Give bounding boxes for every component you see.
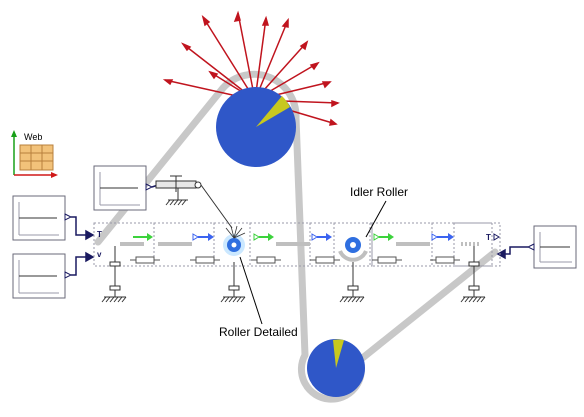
web-label: Web [24, 132, 42, 142]
port-label-t-right: T [486, 233, 491, 242]
idler-roller-leader [365, 200, 387, 238]
scope-block-upper[interactable] [93, 165, 154, 211]
grid-table-icon [19, 144, 54, 171]
port-label-v-left: v [97, 250, 102, 259]
pie-pulley-icon [333, 339, 344, 368]
pie-pulley-icon [256, 96, 290, 127]
spring-dampers [130, 256, 460, 264]
scope-block-left-1[interactable] [12, 195, 73, 241]
roller-detailed-leader [239, 256, 263, 325]
scope-block-left-2[interactable] [12, 253, 73, 299]
idler-roller-label: Idler Roller [350, 185, 408, 199]
belt [94, 70, 499, 403]
sensor-rod [155, 175, 233, 229]
ground-hatch-icon [101, 246, 486, 303]
roller-detailed-label: Roller Detailed [219, 325, 298, 339]
roller-detailed[interactable] [223, 225, 246, 256]
port-arrow-right [493, 233, 500, 241]
port-label-t-left: T [97, 230, 102, 239]
bottom-pulley[interactable] [307, 339, 365, 397]
scope-block-right[interactable] [526, 225, 577, 269]
span-modules [93, 222, 501, 267]
top-pulley[interactable] [216, 87, 296, 167]
idler-roller[interactable] [338, 237, 368, 262]
signal-lines [71, 184, 528, 276]
flow-arrow-icon [133, 233, 454, 241]
web-icon[interactable]: Web [11, 130, 58, 178]
